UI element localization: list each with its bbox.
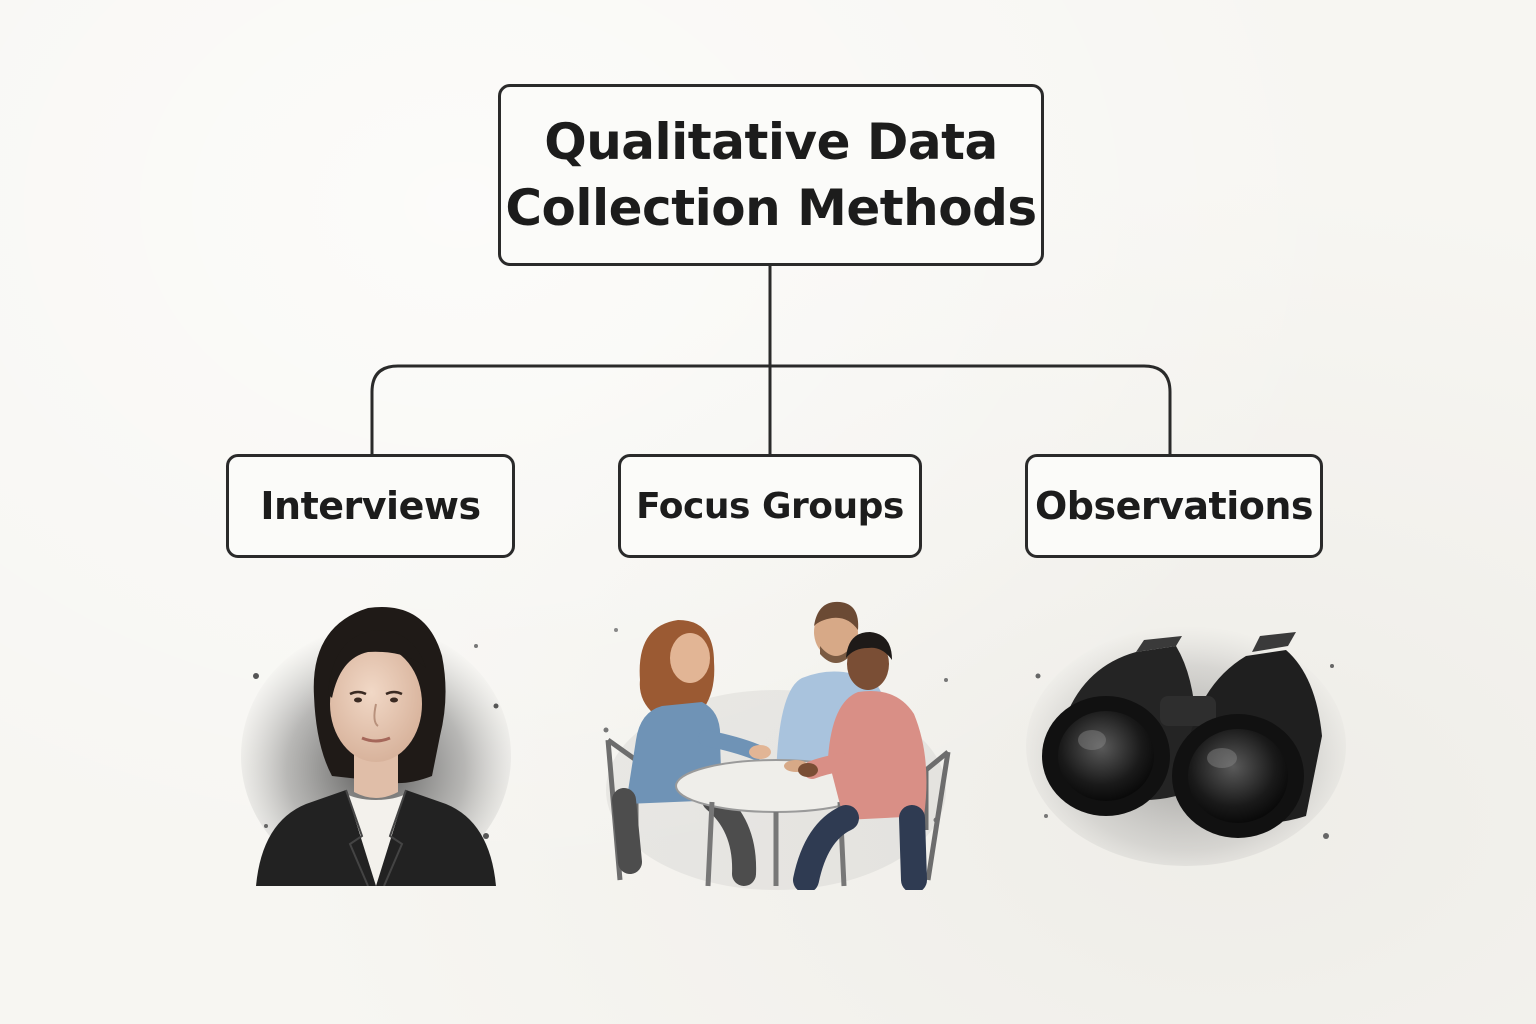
focus-groups-label: Focus Groups — [636, 485, 904, 527]
observations-node: Observations — [1025, 454, 1323, 558]
interviewee-portrait-icon — [241, 607, 511, 886]
observations-label: Observations — [1034, 484, 1314, 528]
interviews-label: Interviews — [260, 484, 481, 528]
root-node: Qualitative Data Collection Methods — [498, 84, 1044, 266]
focus-groups-node: Focus Groups — [618, 454, 922, 558]
focus-group-discussion-icon — [603, 601, 951, 890]
interviews-node: Interviews — [226, 454, 515, 558]
root-title-line-2: Collection Methods — [505, 179, 1037, 237]
root-title-line-1: Qualitative Data — [544, 113, 998, 171]
binoculars-icon — [1026, 626, 1346, 866]
